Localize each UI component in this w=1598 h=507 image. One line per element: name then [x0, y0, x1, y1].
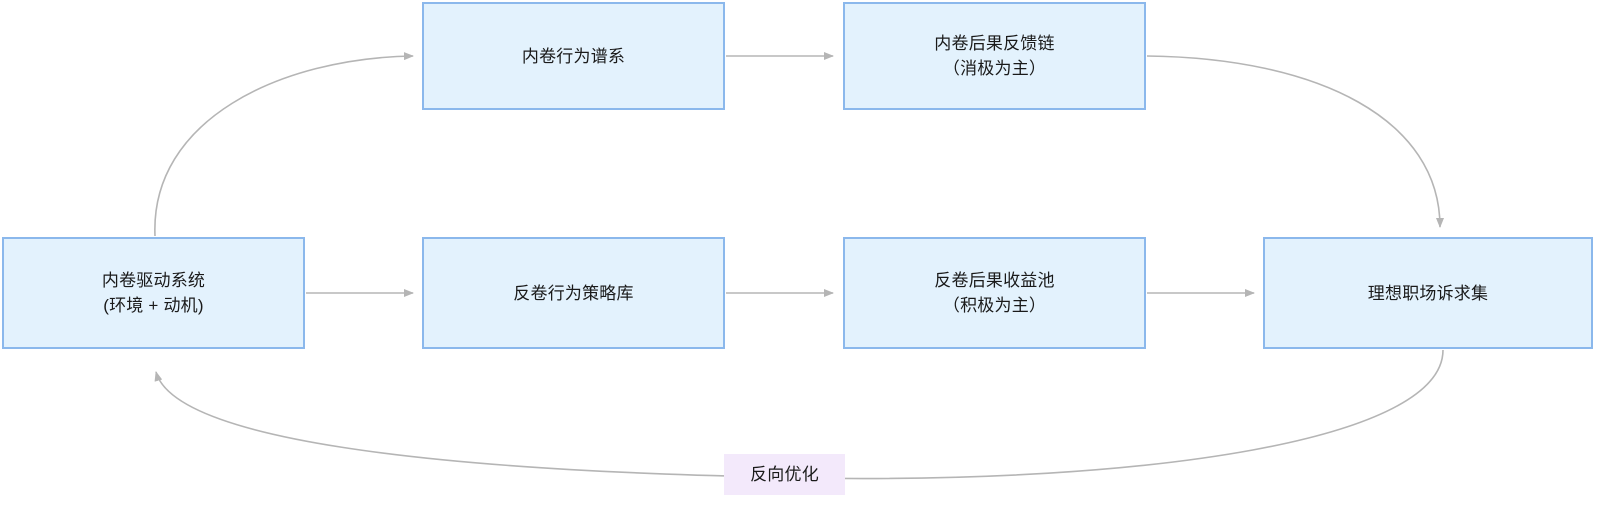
edge-consequence-to-ideal — [1146, 55, 1444, 228]
edge-label-reverse-optimization: 反向优化 — [724, 454, 845, 495]
node-drive-system[interactable]: 内卷驱动系统 (环境 + 动机) — [2, 237, 305, 349]
edge-drive-to-involution — [154, 52, 414, 237]
node-involution-consequence[interactable]: 内卷后果反馈链 （消极为主） — [843, 2, 1146, 110]
node-ideal-workplace[interactable]: 理想职场诉求集 — [1263, 237, 1593, 349]
node-involution-behavior[interactable]: 内卷行为谱系 — [422, 2, 725, 110]
node-anti-involution-benefit[interactable]: 反卷后果收益池 （积极为主） — [843, 237, 1146, 349]
node-anti-involution-strategy[interactable]: 反卷行为策略库 — [422, 237, 725, 349]
